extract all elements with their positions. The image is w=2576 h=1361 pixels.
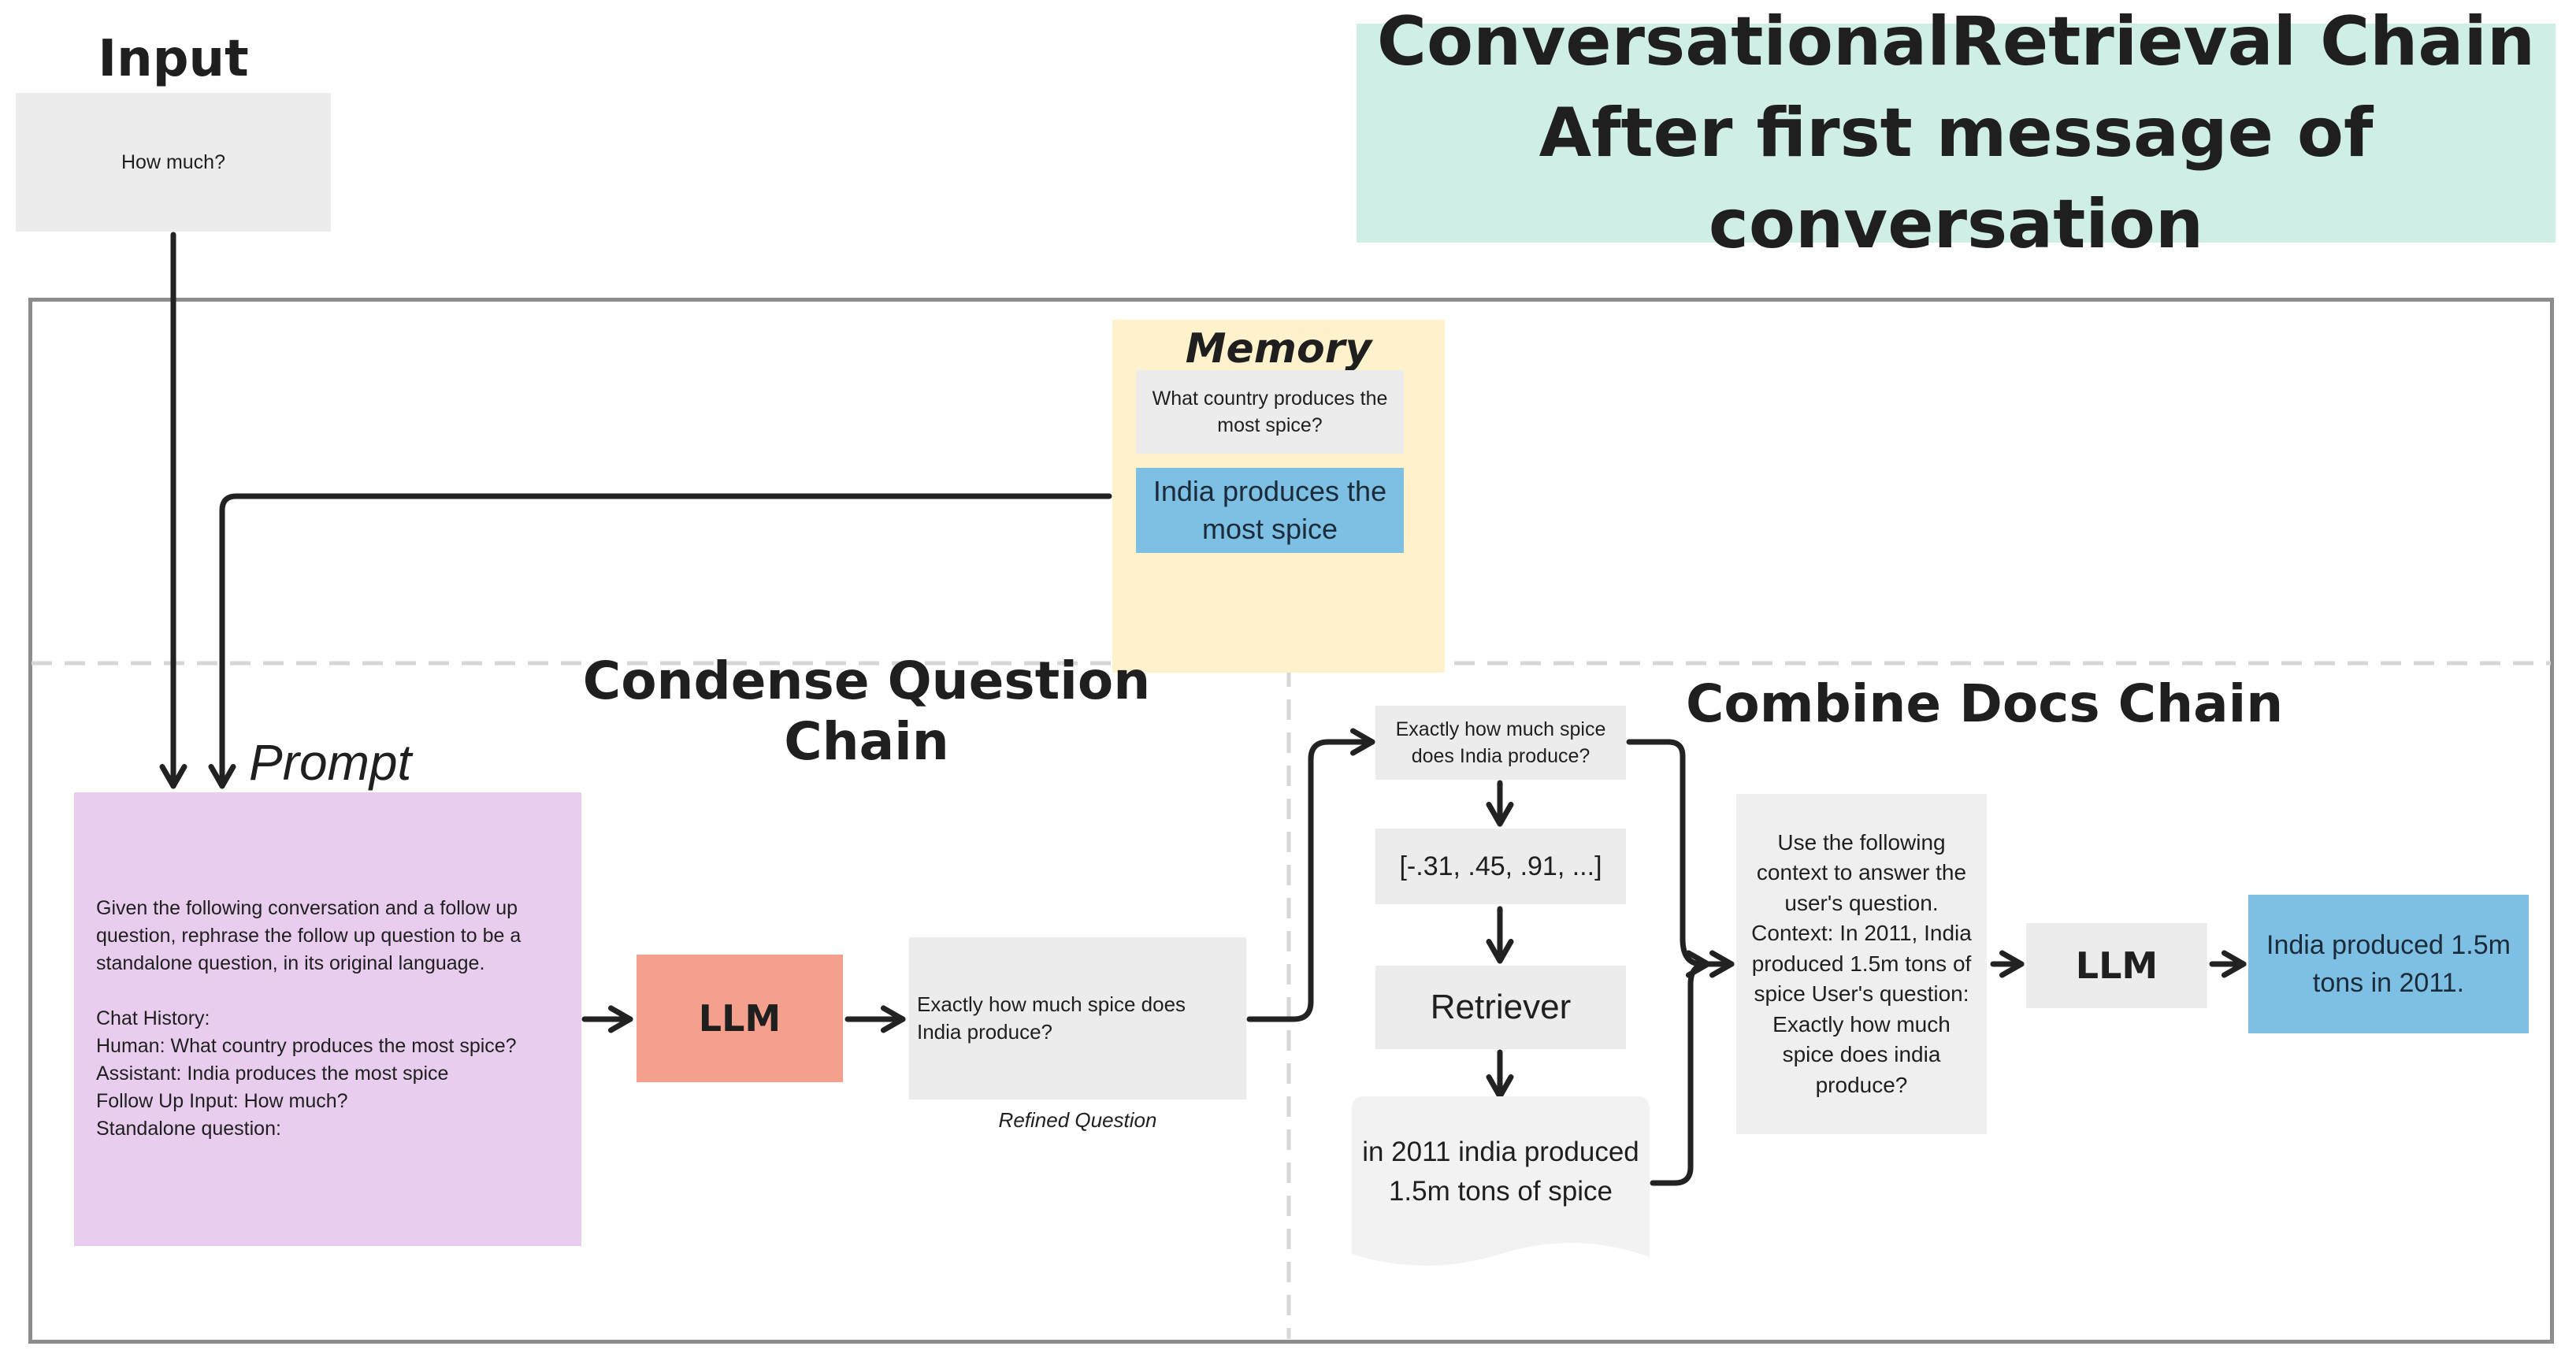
condense-llm-box: LLM [637, 955, 843, 1082]
condense-question-chain-title: Condense Question Chain [582, 651, 1151, 772]
prompt-line: Human: What country produces the most sp… [96, 1035, 517, 1057]
final-answer-box: India produced 1.5m tons in 2011. [2248, 895, 2529, 1033]
context-prompt-box: Use the following context to answer the … [1736, 794, 1987, 1134]
input-box: How much? [16, 93, 331, 232]
prompt-line: question, rephrase the follow up questio… [96, 925, 522, 947]
refined-question-box: Exactly how much spice does India produc… [909, 937, 1246, 1100]
refined-question-caption: Refined Question [998, 1107, 1157, 1132]
combine-llm-box: LLM [2026, 923, 2207, 1008]
prompt-line [96, 977, 558, 1005]
diagram-title: ConversationalRetrieval Chain After firs… [1357, 2, 2556, 264]
prompt-line: Standalone question: [96, 1118, 281, 1140]
prompt-template-box: Given the following conversation and a f… [74, 792, 581, 1246]
prompt-line: Chat History: [96, 1007, 210, 1029]
prompt-line: Follow Up Input: How much? [96, 1090, 348, 1112]
prompt-line: Assistant: India produces the most spice [96, 1062, 449, 1085]
title-line-2: After first message of conversation [1539, 94, 2374, 264]
input-label: Input [98, 30, 249, 88]
memory-human-message: What country produces the most spice? [1136, 370, 1404, 454]
document-shape [1352, 1096, 1650, 1266]
retriever-box: Retriever [1375, 966, 1626, 1049]
title-line-1: ConversationalRetrieval Chain [1376, 2, 2536, 81]
memory-label: Memory [1185, 325, 1372, 373]
retrieved-document-text: in 2011 india produced 1.5m tons of spic… [1362, 1137, 1639, 1207]
memory-ai-message: India produces the most spice [1136, 468, 1404, 553]
retrieval-query-box: Exactly how much spice does India produc… [1375, 706, 1626, 780]
prompt-label: Prompt [249, 734, 412, 791]
combine-docs-chain-title: Combine Docs Chain [1686, 673, 2284, 734]
prompt-line: Given the following conversation and a f… [96, 897, 518, 919]
embedding-vector-box: [-.31, .45, .91, ...] [1375, 829, 1626, 904]
prompt-line: standalone question, in its original lan… [96, 952, 485, 974]
main-frame [28, 298, 2554, 1344]
